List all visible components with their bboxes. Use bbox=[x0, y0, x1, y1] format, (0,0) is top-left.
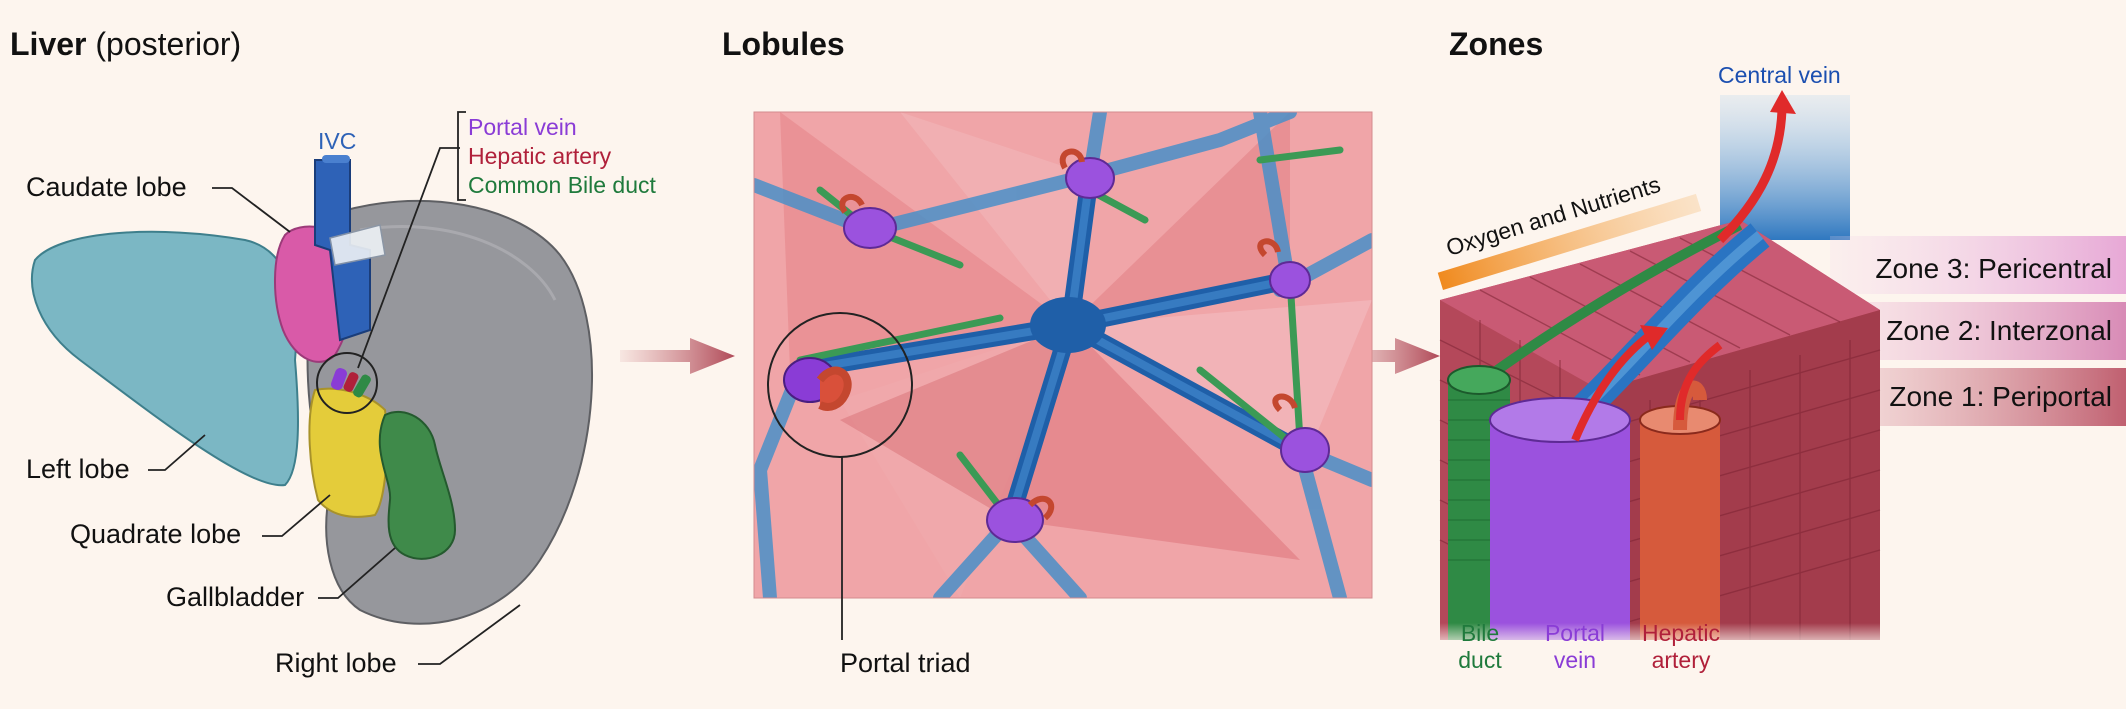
zones-bile-duct-label: Bile duct bbox=[1450, 620, 1510, 674]
zones-portal-vein-label: Portal vein bbox=[1540, 620, 1610, 674]
right-lobe-label: Right lobe bbox=[275, 648, 397, 678]
zones-portal-vein-line2: vein bbox=[1553, 647, 1597, 673]
legend-bile-duct: Common Bile duct bbox=[468, 172, 656, 198]
arrow-lobules-to-zones bbox=[1330, 338, 1440, 374]
left-lobe bbox=[31, 230, 299, 487]
liver-illustration bbox=[31, 155, 593, 625]
central-vein-label: Central vein bbox=[1718, 62, 1841, 88]
gallbladder-label: Gallbladder bbox=[166, 582, 305, 612]
zones-bile-duct-line1: Bile bbox=[1460, 620, 1500, 646]
portal-triad-highlight bbox=[767, 312, 913, 458]
central-vein-lobule bbox=[1030, 297, 1106, 353]
liver-leader-lines bbox=[148, 111, 521, 665]
legend-hepatic-artery: Hepatic artery bbox=[468, 143, 612, 169]
lobule-illustration bbox=[754, 112, 1372, 598]
portal-triad-label: Portal triad bbox=[840, 648, 971, 678]
arrow-liver-to-lobules bbox=[620, 338, 735, 374]
zones-hepatic-artery-line2: artery bbox=[1651, 647, 1711, 673]
zone2-label: Zone 2: Interzonal bbox=[1886, 315, 2112, 346]
liver-panel-title: Liver (posterior) bbox=[10, 26, 241, 63]
lobules-panel-title: Lobules bbox=[722, 26, 845, 62]
caudate-lobe-label: Caudate lobe bbox=[26, 172, 187, 202]
zones-illustration bbox=[1430, 90, 2126, 650]
legend-portal-vein: Portal vein bbox=[468, 114, 577, 140]
zones-portal-vein-line1: Portal bbox=[1544, 620, 1606, 646]
zones-hepatic-artery-label: Hepatic artery bbox=[1636, 620, 1726, 674]
quadrate-lobe-label: Quadrate lobe bbox=[70, 519, 242, 549]
zones-panel-title: Zones bbox=[1449, 26, 1544, 62]
zones-bile-duct-line2: duct bbox=[1458, 647, 1502, 673]
liver-title-text: Liver bbox=[10, 26, 87, 62]
zone3-label: Zone 3: Pericentral bbox=[1875, 253, 2112, 284]
gallbladder bbox=[378, 410, 457, 560]
ivc-label: IVC bbox=[318, 128, 357, 154]
liver-subtitle-text: (posterior) bbox=[95, 26, 242, 62]
zones-hepatic-artery-line1: Hepatic bbox=[1642, 620, 1720, 646]
zone1-label: Zone 1: Periportal bbox=[1889, 381, 2112, 412]
oxygen-gradient-bar bbox=[1437, 193, 1702, 290]
quadrate-lobe bbox=[308, 387, 388, 518]
left-lobe-label: Left lobe bbox=[26, 454, 130, 484]
